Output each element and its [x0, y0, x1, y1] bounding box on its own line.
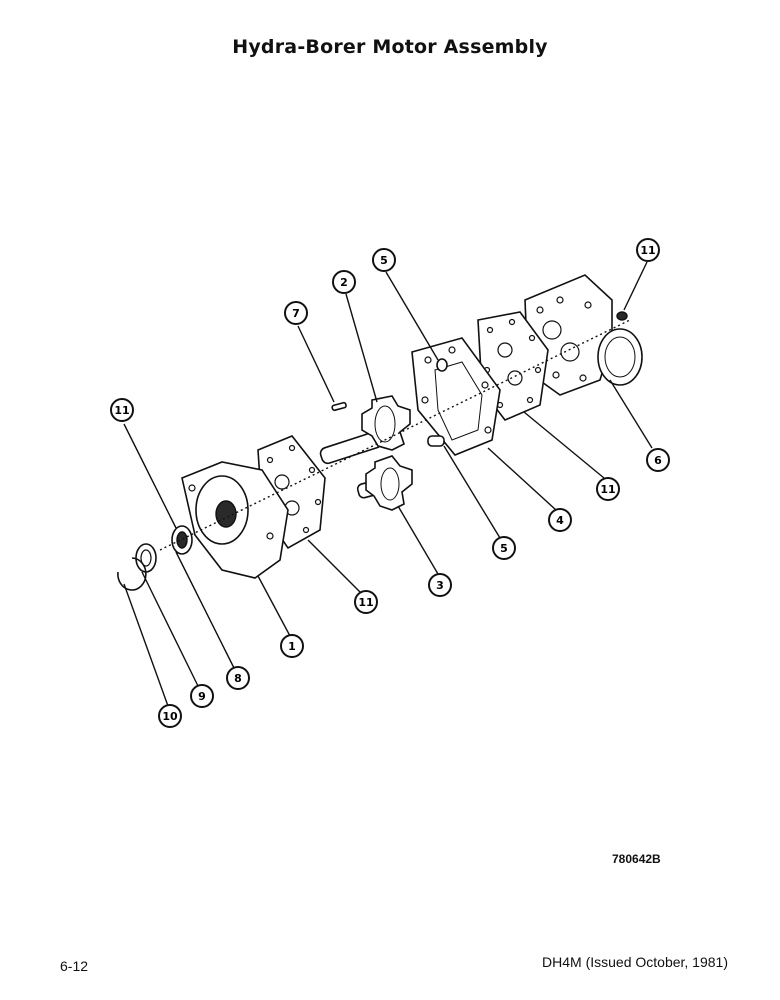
part-8-seal-inner — [176, 531, 188, 549]
document-reference: DH4M (Issued October, 1981) — [542, 954, 728, 970]
callout-9: 9 — [190, 684, 214, 708]
part-7-key — [331, 401, 347, 412]
part-9-washer-hole — [140, 549, 152, 567]
callout-8: 8 — [226, 666, 250, 690]
svg-text:11: 11 — [600, 483, 615, 496]
callout-11-mid: 11 — [354, 590, 378, 614]
part-10-retaining-ring — [117, 557, 147, 591]
assembly-axis-line — [159, 319, 631, 551]
svg-text:7: 7 — [292, 307, 300, 320]
part-3-driven-gear — [356, 455, 413, 511]
callout-11-right: 11 — [596, 477, 620, 501]
svg-text:6: 6 — [654, 454, 662, 467]
svg-text:3: 3 — [436, 579, 444, 592]
part-4-gear-body — [411, 337, 501, 456]
part-1-front-housing — [181, 461, 289, 579]
svg-text:11: 11 — [114, 404, 129, 417]
drawing-number: 780642B — [612, 852, 661, 866]
svg-text:5: 5 — [380, 254, 388, 267]
svg-text:9: 9 — [198, 690, 206, 703]
part-5-dowel-bottom — [427, 435, 445, 447]
part-11-seal-top — [616, 311, 628, 321]
callout-2: 2 — [332, 270, 356, 294]
svg-text:11: 11 — [358, 596, 373, 609]
callout-5-bottom: 5 — [492, 536, 516, 560]
callout-5-top: 5 — [372, 248, 396, 272]
callout-7: 7 — [284, 301, 308, 325]
callout-10: 10 — [158, 704, 182, 728]
callout-11-left: 11 — [110, 398, 134, 422]
callout-4: 4 — [548, 508, 572, 532]
svg-text:1: 1 — [288, 640, 296, 653]
callout-6: 6 — [646, 448, 670, 472]
page-title: Hydra-Borer Motor Assembly — [232, 36, 548, 58]
part-5-dowel-top — [436, 358, 448, 372]
svg-text:11: 11 — [640, 244, 655, 257]
svg-text:5: 5 — [500, 542, 508, 555]
svg-text:4: 4 — [556, 514, 564, 527]
callout-11-top: 11 — [636, 238, 660, 262]
svg-text:10: 10 — [162, 710, 178, 723]
page-number: 6-12 — [60, 958, 89, 974]
svg-text:2: 2 — [340, 276, 348, 289]
callout-3: 3 — [428, 573, 452, 597]
svg-text:8: 8 — [234, 672, 242, 685]
leader-lines — [123, 261, 653, 707]
callout-1: 1 — [280, 634, 304, 658]
